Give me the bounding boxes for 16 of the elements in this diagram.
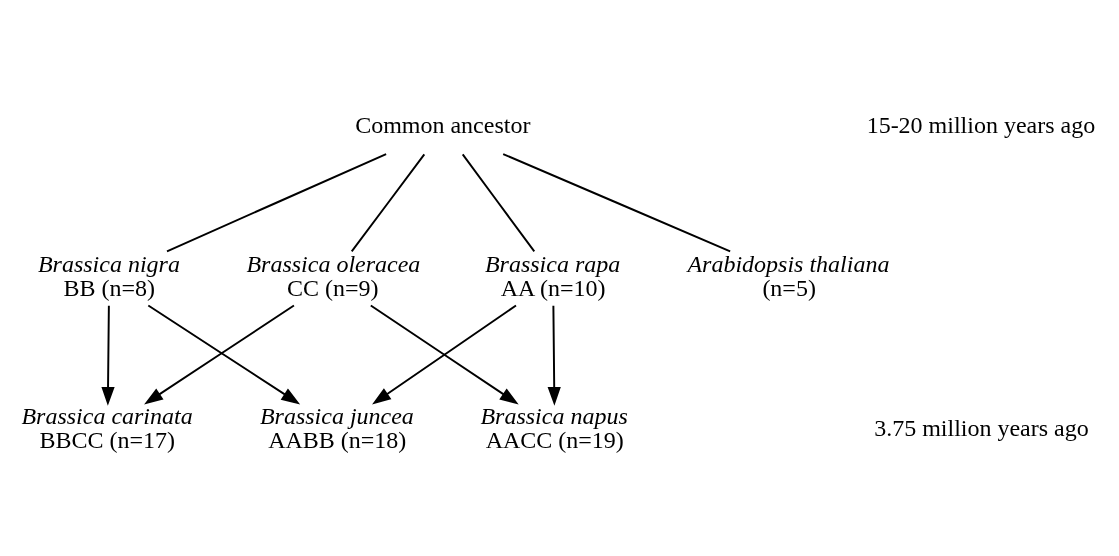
arrow bbox=[101, 304, 115, 406]
node-text: Brassica rapa AA (n=10) bbox=[484, 250, 621, 301]
label: 15-20 million years ago bbox=[866, 111, 1096, 138]
node-text: Brassica oleracea CC (n=9) bbox=[246, 250, 421, 301]
arrow bbox=[547, 304, 561, 406]
node-text: Brassica carinata BBCC (n=17) bbox=[21, 402, 193, 453]
connector bbox=[350, 152, 426, 252]
label: 3.75 million years ago bbox=[874, 414, 1089, 441]
connector bbox=[166, 152, 388, 252]
node-text: Arabidopsis thaliana (n=5) bbox=[687, 250, 890, 301]
node-text: Brassica napus AACC (n=19) bbox=[480, 402, 628, 453]
connector bbox=[502, 152, 732, 252]
node-text: Brassica nigra BB (n=8) bbox=[37, 250, 180, 301]
node-text: Brassica juncea AABB (n=18) bbox=[259, 402, 414, 453]
node-text: Common ancestor bbox=[355, 111, 531, 138]
connector bbox=[461, 152, 536, 252]
